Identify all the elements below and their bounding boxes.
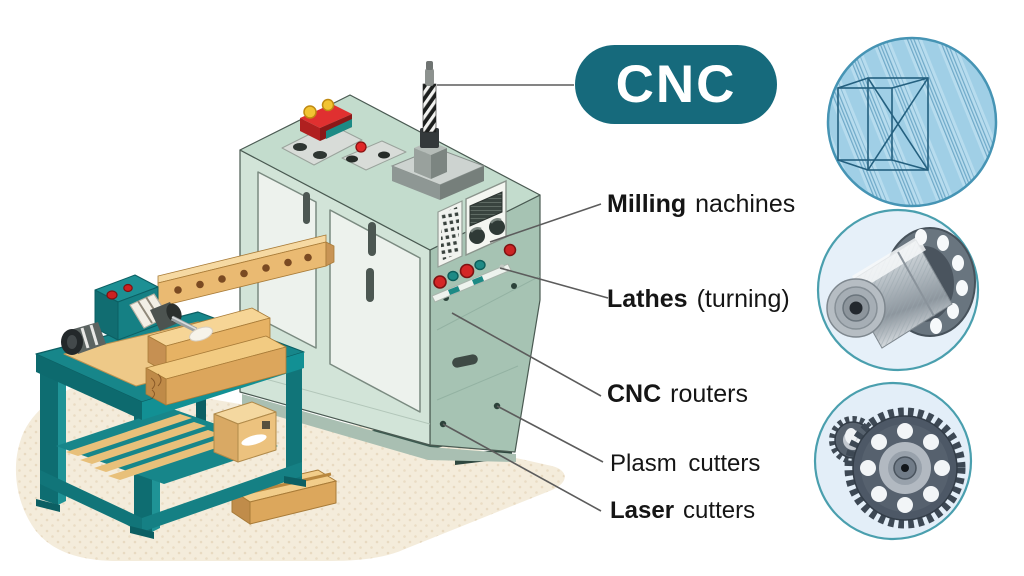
machined-cylinder-part-icon: [816, 208, 980, 372]
gears-icon: [813, 381, 973, 541]
callout-routers-bold: CNC: [607, 380, 662, 408]
cad-cube-wireframe-icon: [826, 36, 998, 208]
callout-milling-bold: Milling: [607, 190, 687, 218]
cnc-badge: CNC: [575, 45, 777, 124]
callout-cnc-routers: CNC routers: [607, 380, 748, 409]
callout-plasma-rest: Plasm cutters: [610, 450, 761, 477]
callout-laser-bold: Laser: [610, 497, 675, 524]
wood-lathe: [61, 274, 287, 406]
cardboard-box: [213, 401, 277, 463]
spindle-drill: [390, 61, 486, 200]
callout-laser-rest: cutters: [683, 497, 756, 524]
callout-lathes-rest: (turning): [696, 285, 790, 313]
leader-lines: [437, 84, 609, 512]
callout-routers-rest: routers: [670, 380, 748, 408]
callout-plasma-cutters: Plasm cutters: [610, 450, 760, 478]
callout-lathes: Lathes (turning): [607, 285, 790, 314]
callout-milling-rest: nachines: [695, 190, 796, 218]
wood-beam: [157, 234, 335, 308]
callout-milling-machines: Milling nachines: [607, 190, 795, 219]
callout-laser-cutters: Laser cutters: [610, 497, 755, 525]
cnc-milling-machine: [239, 94, 541, 462]
callout-lathes-bold: Lathes: [607, 285, 688, 313]
control-panel: [431, 179, 517, 303]
cnc-badge-text: CNC: [615, 55, 737, 114]
